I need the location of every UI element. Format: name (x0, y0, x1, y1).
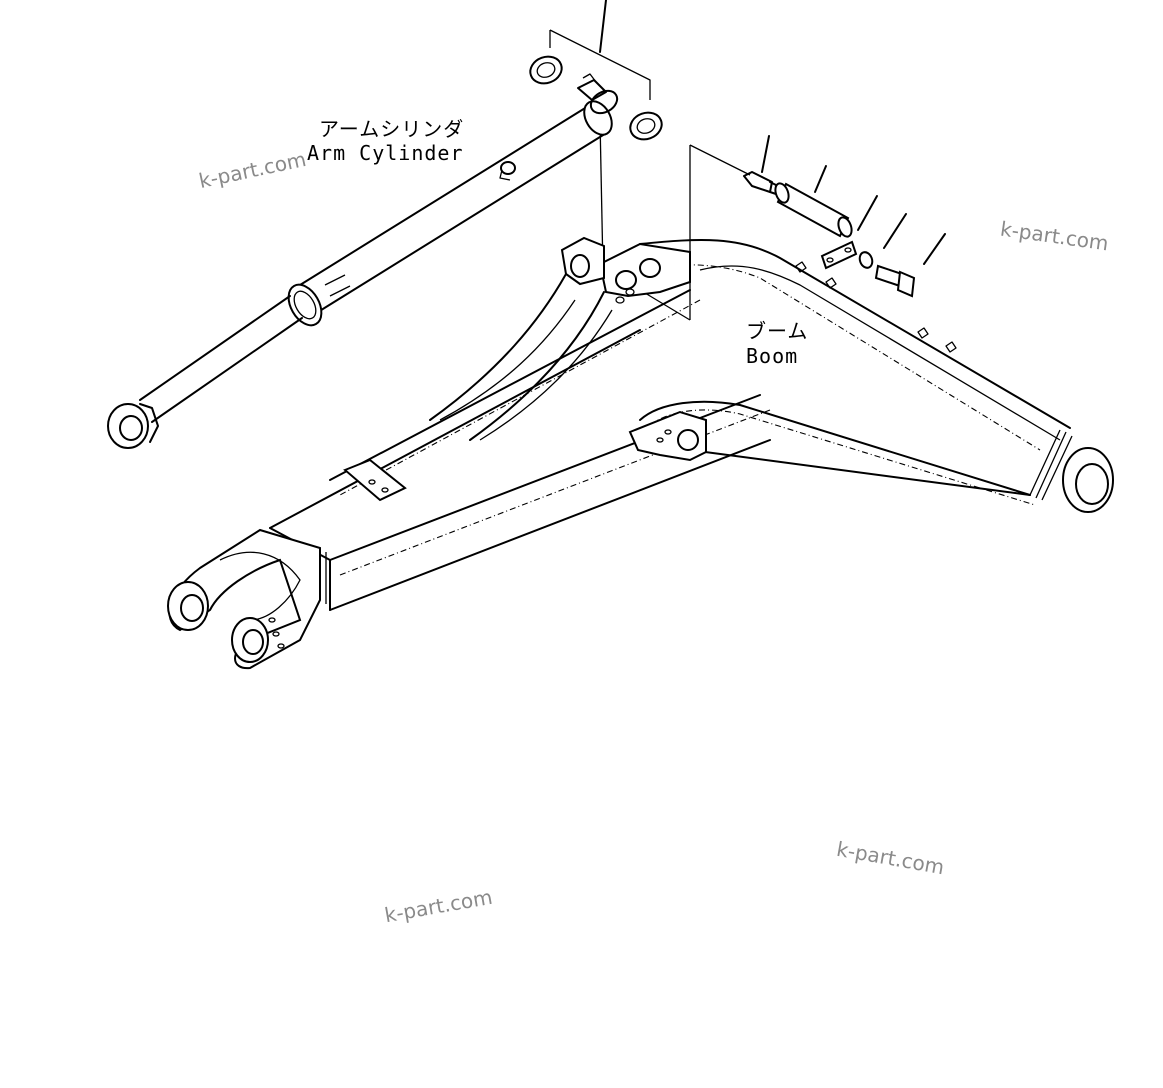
arm-cylinder-label-en: Arm Cylinder (307, 141, 464, 165)
callout-leaders (549, 0, 946, 321)
boom (167, 236, 1114, 670)
boom-label-en: Boom (746, 344, 799, 368)
arm-cylinder-label-jp: アームシリンダ (319, 117, 465, 141)
washer-left (529, 55, 563, 85)
bolt (874, 264, 916, 298)
grease-fitting (743, 171, 779, 195)
washer-right (629, 111, 663, 141)
arm-cylinder (107, 73, 619, 449)
small-washer (858, 251, 874, 269)
lock-plate (820, 240, 858, 270)
pin (774, 182, 853, 238)
boom-label-jp: ブーム (746, 319, 809, 343)
